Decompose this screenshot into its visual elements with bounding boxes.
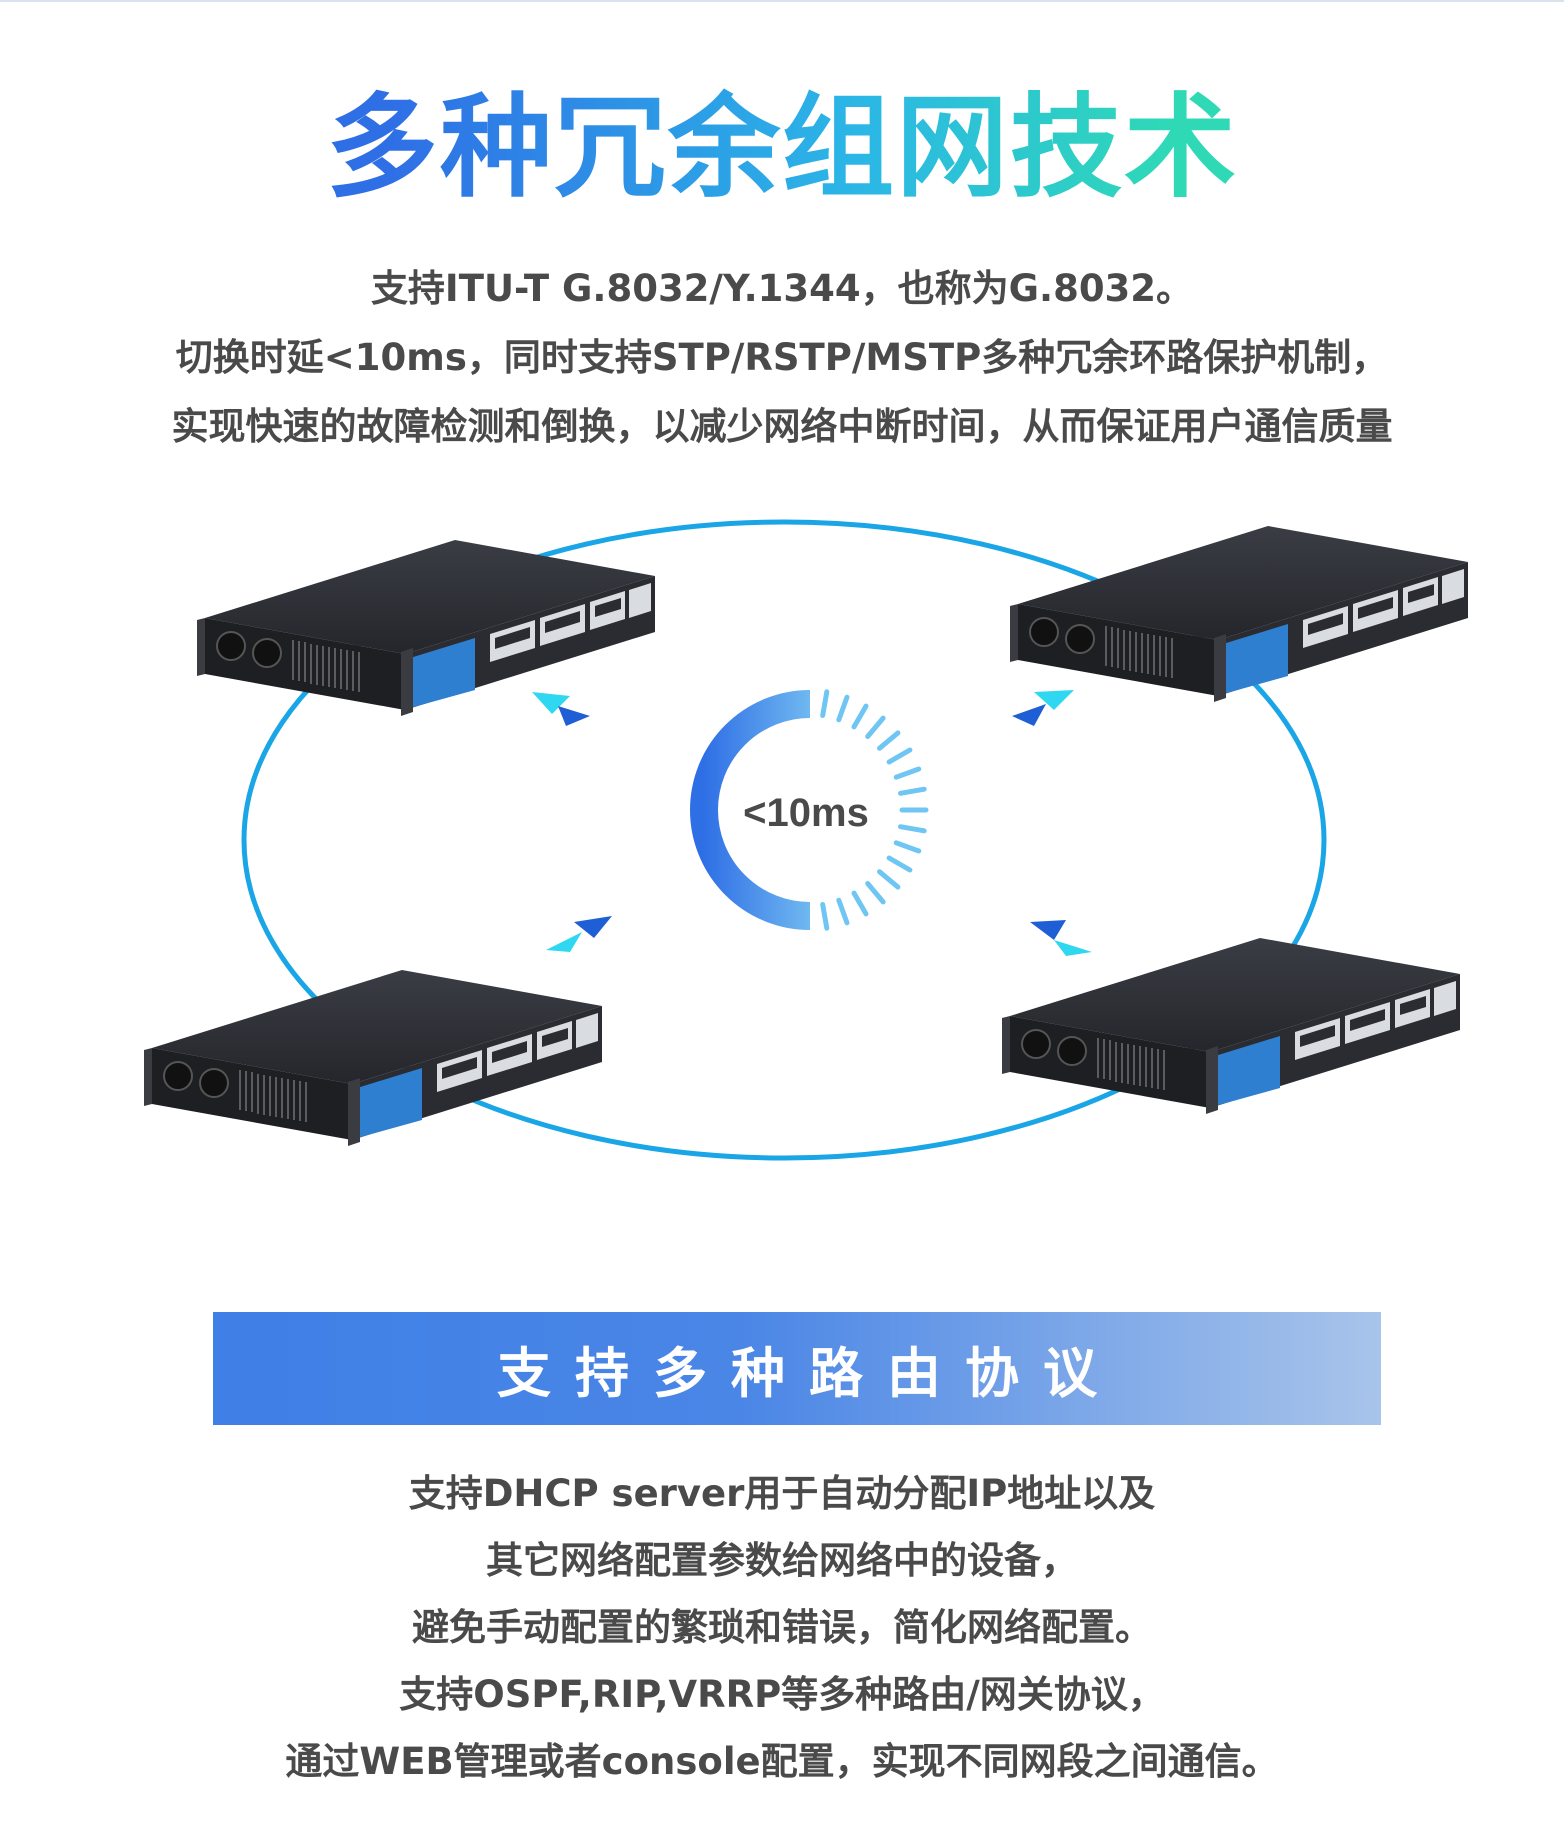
desc-line: 支持DHCP server用于自动分配IP地址以及 (408, 1472, 1156, 1515)
banner-title: 支持多种路由协议 (497, 1342, 1121, 1405)
intro-line: 支持ITU-T G.8032/Y.1344，也称为G.8032。 (370, 267, 1194, 310)
intro-text: 支持ITU-T G.8032/Y.1344，也称为G.8032。 切换时延<10… (0, 254, 1564, 461)
gauge-tick (836, 694, 850, 723)
top-divider (0, 0, 1564, 2)
desc-line: 其它网络配置参数给网络中的设备， (486, 1539, 1078, 1582)
latency-gauge-arc (690, 690, 811, 930)
gauge-tick (851, 890, 869, 917)
gauge-tick (865, 881, 886, 905)
switch-top-right (1009, 525, 1469, 703)
latency-gauge-ticks (820, 689, 929, 931)
routing-description: 支持DHCP server用于自动分配IP地址以及 其它网络配置参数给网络中的设… (0, 1460, 1564, 1795)
switch-bottom-right (1001, 937, 1461, 1115)
ring-topology-diagram: <10ms (0, 470, 1564, 1190)
gauge-tick (898, 786, 927, 796)
arrow-pair-bottom-left (546, 916, 612, 952)
switch-top-left (196, 539, 656, 717)
gauge-tick (886, 855, 913, 873)
desc-line: 支持OSPF,RIP,VRRP等多种路由/网关协议， (399, 1673, 1165, 1716)
intro-line: 实现快速的故障检测和倒换，以减少网络中断时间，从而保证用户通信质量 (171, 405, 1393, 448)
ring-ellipse (241, 519, 1327, 1161)
ring-topology-svg: <10ms (143, 519, 1469, 1161)
arrow-pair-top-right (1012, 690, 1074, 726)
gauge-tick (865, 715, 886, 739)
gauge-tick (836, 897, 850, 926)
latency-label: <10ms (743, 791, 869, 835)
main-title: 多种冗余组网技术 (0, 88, 1564, 208)
desc-line: 避免手动配置的繁琐和错误，简化网络配置。 (412, 1606, 1152, 1649)
arrow-pair-top-left (532, 692, 590, 726)
routing-banner: 支持多种路由协议 (213, 1312, 1381, 1425)
gauge-tick (877, 730, 901, 751)
intro-line: 切换时延<10ms，同时支持STP/RSTP/MSTP多种冗余环路保护机制， (175, 336, 1389, 379)
gauge-tick (886, 747, 913, 765)
gauge-tick (893, 766, 922, 780)
arrow-pair-bottom-right (1030, 920, 1092, 956)
gauge-tick (851, 703, 869, 730)
gauge-tick (898, 824, 927, 834)
gauge-tick (820, 902, 830, 931)
gauge-tick (877, 869, 901, 890)
gauge-tick (893, 840, 922, 854)
desc-line: 通过WEB管理或者console配置，实现不同网段之间通信。 (285, 1740, 1279, 1783)
gauge-tick (820, 689, 830, 718)
